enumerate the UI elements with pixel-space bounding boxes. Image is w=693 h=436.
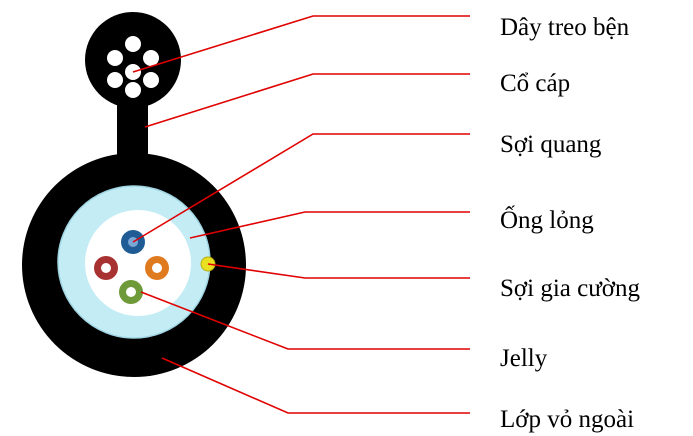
label-cable-neck: Cổ cáp (500, 70, 570, 97)
label-optical-fiber: Sợi quang (500, 131, 602, 158)
fiber-orange-core (152, 263, 162, 273)
leader-line-cable-neck (144, 73, 470, 128)
leader-lines (132, 15, 470, 414)
jelly-fill (85, 210, 191, 316)
wire-strand (143, 50, 159, 66)
leader-line-strength-member (207, 263, 470, 279)
label-jelly: Jelly (500, 345, 548, 372)
label-loose-tube: Ống lỏng (500, 205, 594, 234)
leader-line-optical-fiber (132, 133, 470, 243)
label-suspension-wire: Dây treo bện (500, 14, 630, 41)
callout-labels: Dây treo bện Cổ cáp Sợi quang Ống lỏng S… (500, 14, 640, 433)
leader-line-suspension-wire (132, 15, 470, 73)
wire-strand (107, 72, 123, 88)
suspension-wire-strands (107, 36, 159, 98)
leader-line-jelly (140, 291, 470, 350)
wire-strand (107, 50, 123, 66)
fiber-green-core (126, 287, 136, 297)
leader-line-outer-jacket (161, 357, 470, 414)
wire-strand (125, 36, 141, 52)
wire-strand (143, 72, 159, 88)
label-strength-member: Sợi gia cường (500, 275, 640, 302)
leader-line-loose-tube (189, 211, 470, 239)
fiber-red-core (101, 263, 111, 273)
label-outer-jacket: Lớp vỏ ngoài (500, 406, 634, 433)
wire-strand (125, 82, 141, 98)
